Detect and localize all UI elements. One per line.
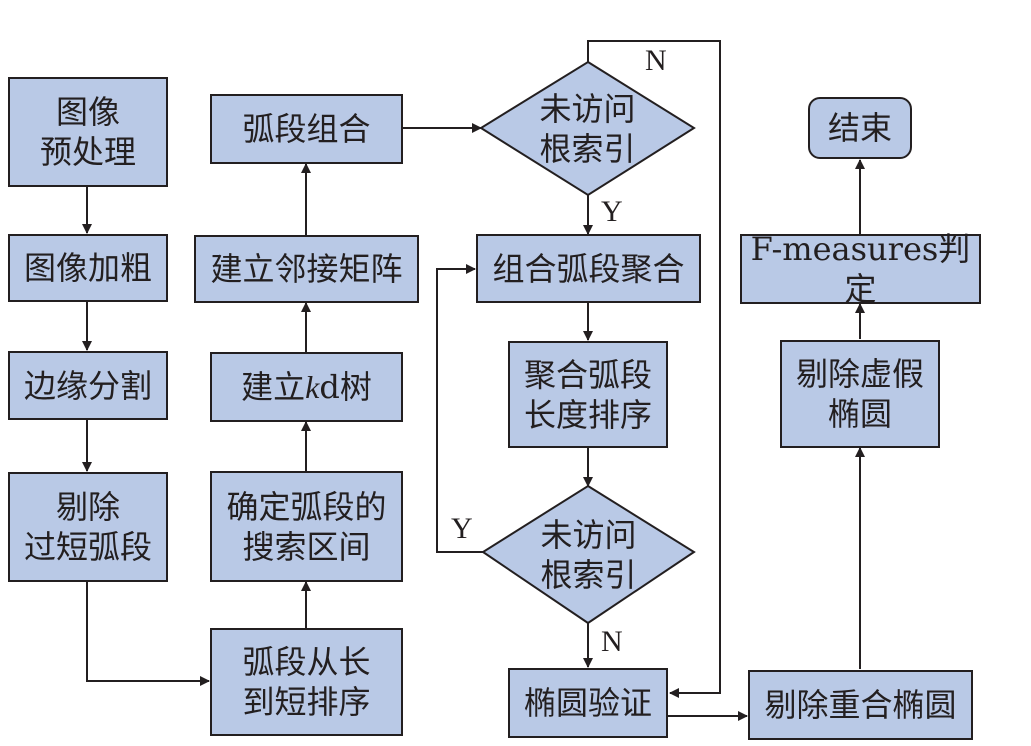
label-bottom-yes: Y: [451, 512, 473, 545]
box-remove-false: 剔除虚假 椭圆: [780, 340, 940, 448]
box-end: 结束: [808, 97, 912, 159]
decision-unvisited-bottom: 未访问 根索引: [540, 515, 637, 594]
box-group-aggregate: 组合弧段聚合: [476, 234, 701, 303]
box-remove-short: 剔除 过短弧段: [8, 472, 168, 582]
arrow-decision-top-no-loop: [587, 40, 721, 698]
kd-tree-prefix: 建立: [241, 368, 306, 406]
label-bottom-no: N: [601, 625, 623, 658]
box-preprocess: 图像 预处理: [8, 77, 168, 187]
kd-tree-italic: k: [305, 369, 320, 405]
box-length-sort: 聚合弧段 长度排序: [508, 341, 668, 448]
box-edge-split: 边缘分割: [8, 351, 168, 420]
box-adjacency-matrix: 建立邻接矩阵: [194, 235, 419, 303]
box-search-interval: 确定弧段的 搜索区间: [210, 471, 403, 582]
box-arc-combine: 弧段组合: [210, 94, 403, 164]
arrow-remove-short-to-sort: [86, 582, 210, 686]
label-top-yes: Y: [601, 195, 623, 228]
box-sort-arcs: 弧段从长 到短排序: [210, 628, 403, 736]
box-ellipse-verify: 椭圆验证: [508, 668, 668, 738]
box-f-measure: F-measures判定: [740, 230, 981, 308]
decision-unvisited-bottom-shape: [481, 484, 696, 625]
box-thicken: 图像加粗: [8, 234, 168, 302]
decision-unvisited-top-shape: [479, 60, 696, 197]
arrow-decision-bottom-yes-loop: [436, 264, 483, 553]
label-top-no: N: [645, 44, 667, 77]
box-remove-overlap: 剔除重合椭圆: [748, 670, 973, 740]
decision-unvisited-top: 未访问 根索引: [539, 89, 636, 168]
kd-tree-suffix: d树: [319, 368, 372, 406]
